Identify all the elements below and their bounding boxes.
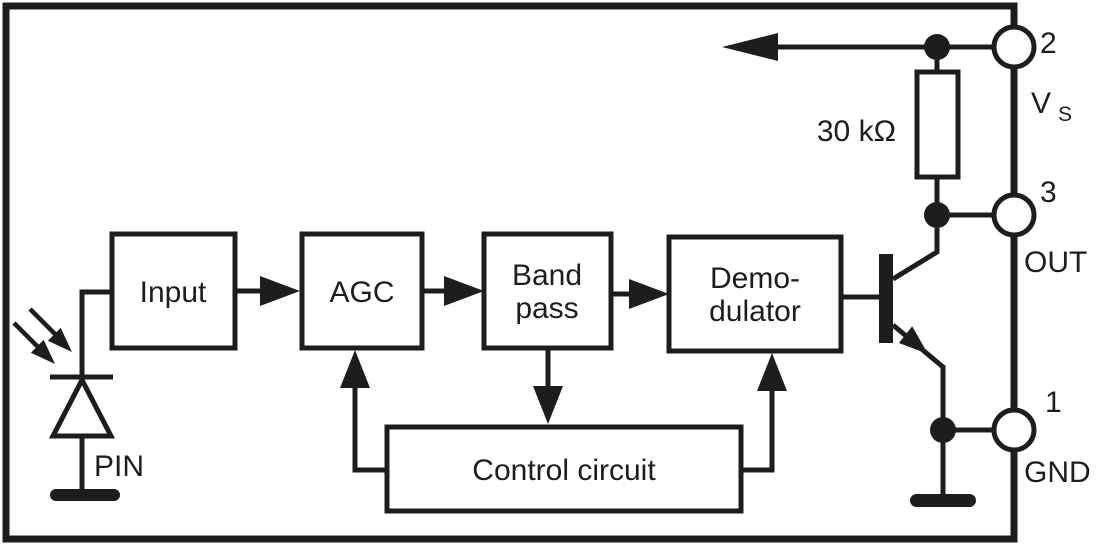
transistor-emitter-arrow-head [898,326,928,354]
emitter-ground-symbol [910,494,976,507]
pin-1-number: 1 [1045,386,1062,419]
light-ray-1-head [47,327,72,352]
supply-rail-arrow-head [722,33,778,61]
light-rays-icon [12,307,72,364]
ic-package-outline [2,2,1018,543]
control-to-demodulator-arrow [741,353,787,473]
pin-2-name: V [1031,87,1051,120]
pin-2-number: 2 [1040,27,1057,60]
bandpass-block-label-line1: Band [512,259,582,292]
supply-rail [722,33,994,61]
agc-block-box [299,231,425,351]
transistor-base-bar [879,254,893,343]
pin-2-vs: 2 V S [991,24,1072,126]
bandpass-to-demodulator-head [629,279,669,309]
agc-to-bandpass-head [444,276,484,306]
demodulator-block-label-line1: Demo- [710,262,800,295]
input-to-agc-arrow [235,276,300,306]
pin-3-circle [991,192,1037,238]
resistor-value-label: 30 kΩ [817,115,896,148]
input-to-agc-head [260,276,300,306]
input-block-label: Input [140,276,207,309]
light-ray-2-head [30,339,55,364]
transistor-collector-wire [891,228,940,282]
input-block-box [109,231,238,351]
pin-1-circle [991,407,1037,453]
photodiode-label: PIN [94,450,144,483]
photodiode-to-input-wire [79,289,112,377]
control-circuit-block: Control circuit [384,424,744,514]
pin-photodiode: PIN [12,289,144,501]
pin-3-number: 3 [1040,176,1057,209]
bandpass-block: Band pass [481,231,614,351]
light-ray-1-shaft [28,307,58,337]
pin-1-gnd: 1 GND [991,386,1091,489]
bandpass-to-demodulator-arrow [611,279,669,309]
control-to-demodulator-head [757,353,787,391]
pullup-resistor: 30 kΩ [817,47,961,215]
bandpass-to-control-head [533,386,563,424]
agc-block-label: AGC [329,276,394,309]
agc-to-bandpass-arrow [422,276,484,306]
bandpass-to-control-arrow [533,348,563,424]
demodulator-block-label-line2: dulator [709,295,801,328]
bandpass-block-label-line2: pass [515,292,578,325]
photodiode-triangle [48,374,116,439]
light-ray-2-shaft [12,321,42,351]
control-to-agc-arrow [340,350,387,473]
control-to-demodulator-shaft [741,391,775,473]
output-transistor [841,202,995,507]
photodiode-ground-symbol [50,489,120,501]
agc-block: AGC [299,231,425,351]
input-block: Input [109,231,238,351]
pin-1-name: GND [1024,456,1091,489]
control-to-agc-shaft [352,388,387,473]
control-circuit-label: Control circuit [472,454,656,487]
pin-3-name: OUT [1024,246,1087,279]
resistor-body [914,69,961,180]
control-to-agc-head [340,350,370,388]
pin-3-out: 3 OUT [991,176,1087,279]
pin-2-name-subscript: S [1058,103,1072,126]
pin-2-circle [991,24,1037,70]
demodulator-block: Demo- dulator [666,234,844,354]
